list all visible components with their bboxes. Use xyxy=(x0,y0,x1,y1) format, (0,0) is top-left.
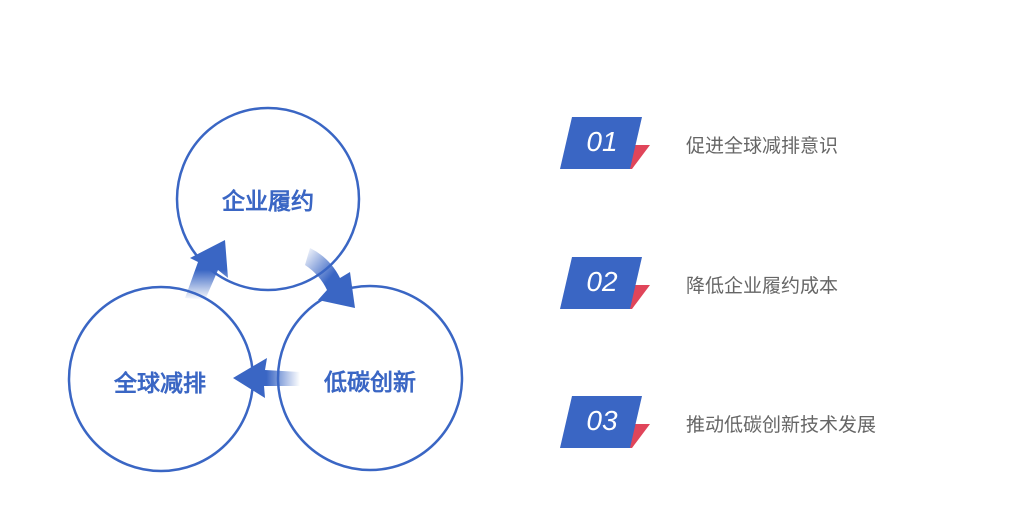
arrow-up-icon xyxy=(185,240,228,300)
number-badge xyxy=(560,117,650,169)
circle-top xyxy=(175,106,361,292)
node-enterprise-compliance: 企业履约 xyxy=(222,189,314,215)
node-low-carbon-innovation: 低碳创新 xyxy=(324,370,416,396)
item-number: 02 xyxy=(586,266,618,297)
item-label: 推动低碳创新技术发展 xyxy=(686,414,877,436)
number-badge xyxy=(560,257,650,309)
item-number: 01 xyxy=(586,126,618,157)
item-label: 促进全球减排意识 xyxy=(686,135,839,157)
item-number: 03 xyxy=(586,405,618,436)
list-item: 01 促进全球减排意识 xyxy=(560,117,960,173)
number-badge xyxy=(560,396,650,448)
list-item: 02 降低企业履约成本 xyxy=(560,257,960,313)
arrow-down-right-icon xyxy=(305,248,355,308)
node-global-emission-reduction: 全球减排 xyxy=(114,371,206,397)
arrow-left-icon xyxy=(233,358,300,398)
list-item: 03 推动低碳创新技术发展 xyxy=(560,396,960,452)
item-label: 降低企业履约成本 xyxy=(686,275,839,297)
